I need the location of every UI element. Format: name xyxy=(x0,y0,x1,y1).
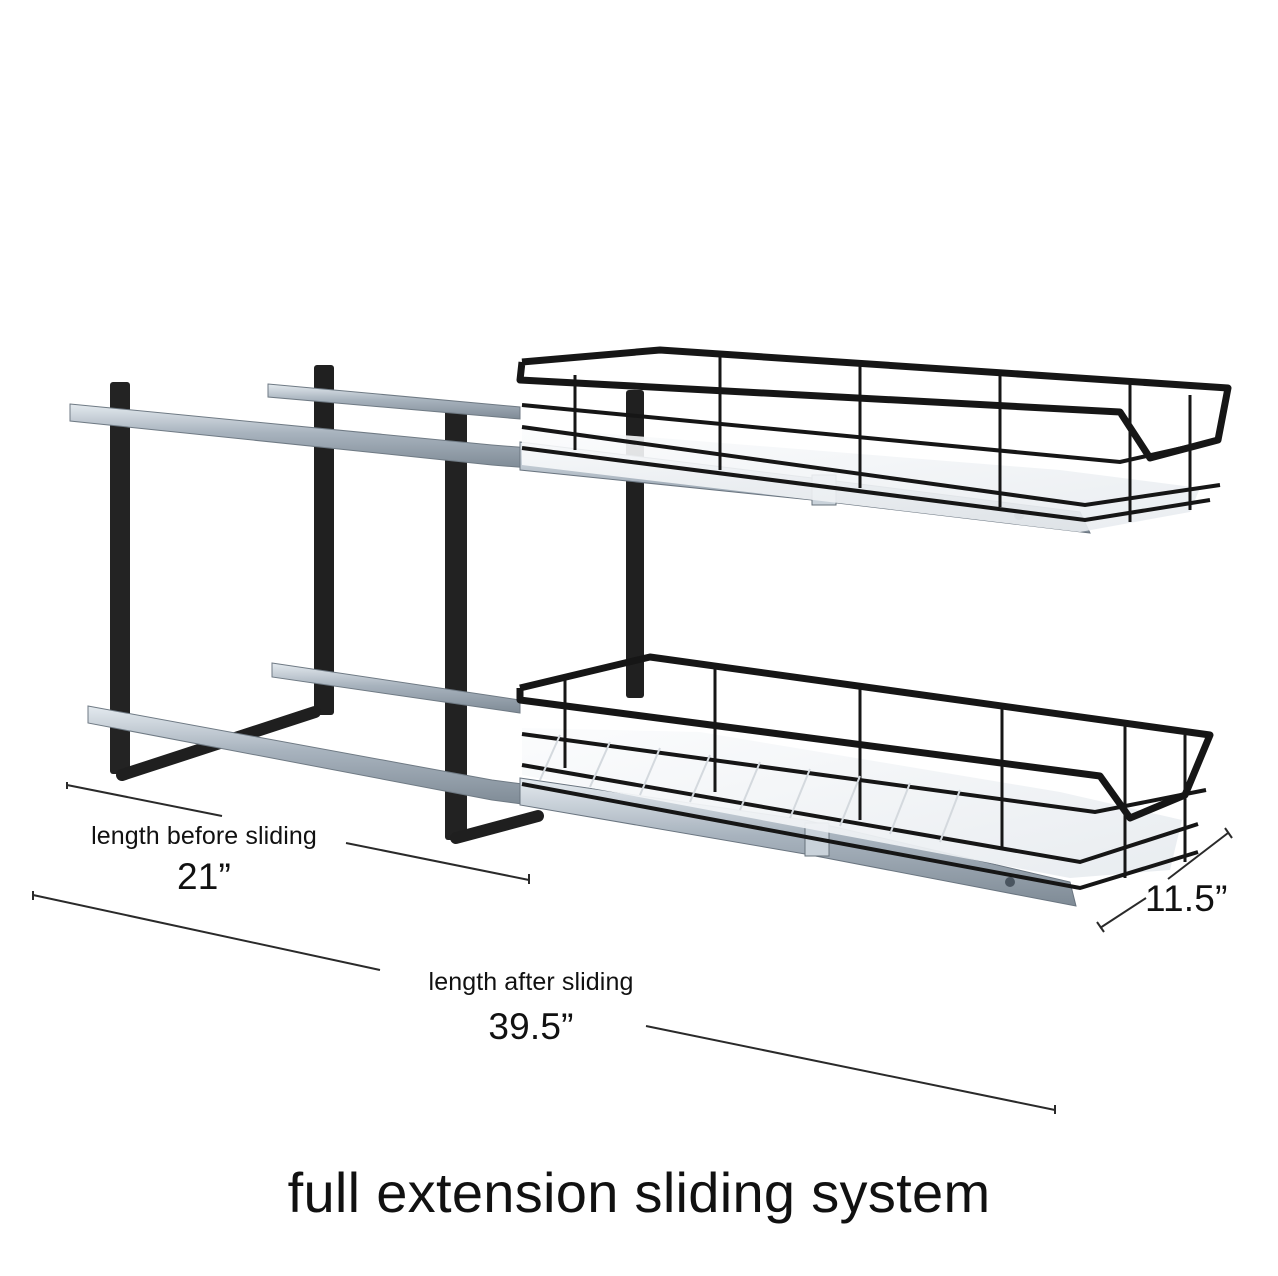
caption: full extension sliding system xyxy=(287,1161,991,1224)
length-before-label: length before sliding xyxy=(91,822,317,850)
upper-basket xyxy=(516,346,1232,532)
length-after-value: 39.5” xyxy=(488,1006,574,1047)
width-value: 11.5” xyxy=(1145,878,1228,919)
dimension-lines xyxy=(32,782,1233,1114)
length-after-label: length after sliding xyxy=(428,968,634,996)
length-before-value: 21” xyxy=(176,856,232,897)
lower-basket xyxy=(516,653,1214,891)
